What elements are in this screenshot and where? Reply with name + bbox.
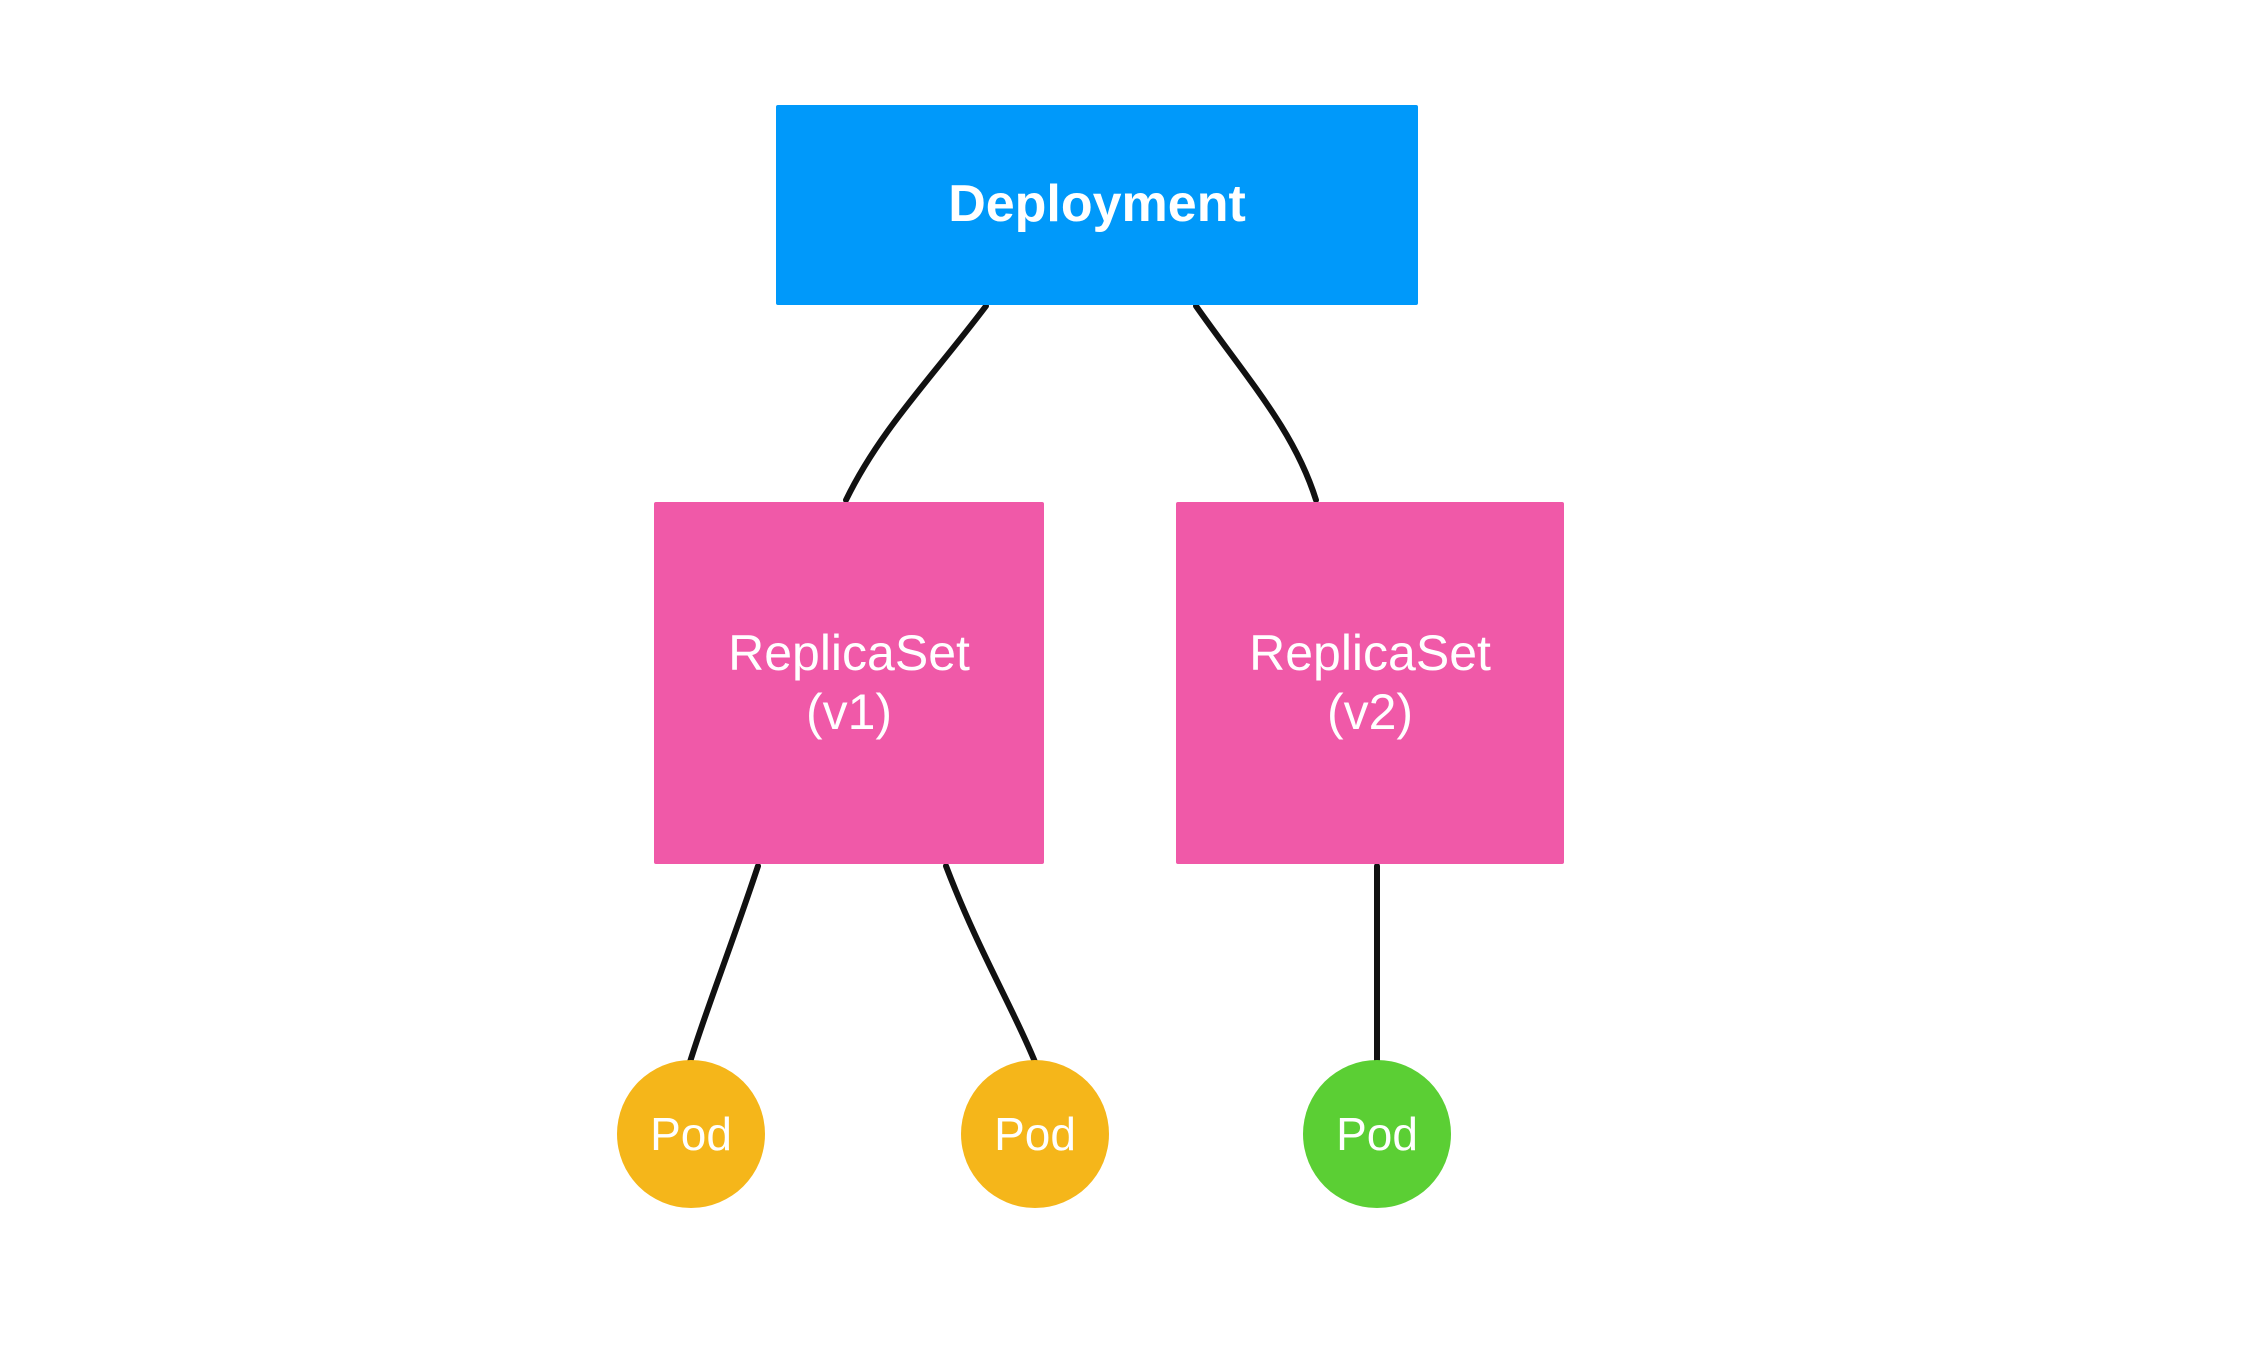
node-pod-2-label: Pod — [994, 1107, 1076, 1160]
edge-replicaset-v1-to-pod-1 — [687, 863, 761, 1065]
node-pod-1-label: Pod — [650, 1107, 732, 1160]
node-deployment-label: Deployment — [948, 175, 1246, 234]
node-pod-2[interactable]: Pod — [961, 1060, 1109, 1208]
node-replicaset-v1-label: ReplicaSet (v1) — [728, 625, 970, 740]
edge-deployment-to-replicaset-v1 — [843, 303, 989, 503]
node-pod-3[interactable]: Pod — [1303, 1060, 1451, 1208]
node-replicaset-v1[interactable]: ReplicaSet (v1) — [654, 502, 1044, 864]
edge-replicaset-v1-to-pod-2 — [943, 863, 1038, 1065]
node-pod-1[interactable]: Pod — [617, 1060, 765, 1208]
node-replicaset-v2-label: ReplicaSet (v2) — [1249, 625, 1491, 740]
node-deployment[interactable]: Deployment — [776, 105, 1418, 305]
node-pod-3-label: Pod — [1336, 1107, 1418, 1160]
edge-deployment-to-replicaset-v2 — [1193, 303, 1319, 503]
node-replicaset-v2[interactable]: ReplicaSet (v2) — [1176, 502, 1564, 864]
